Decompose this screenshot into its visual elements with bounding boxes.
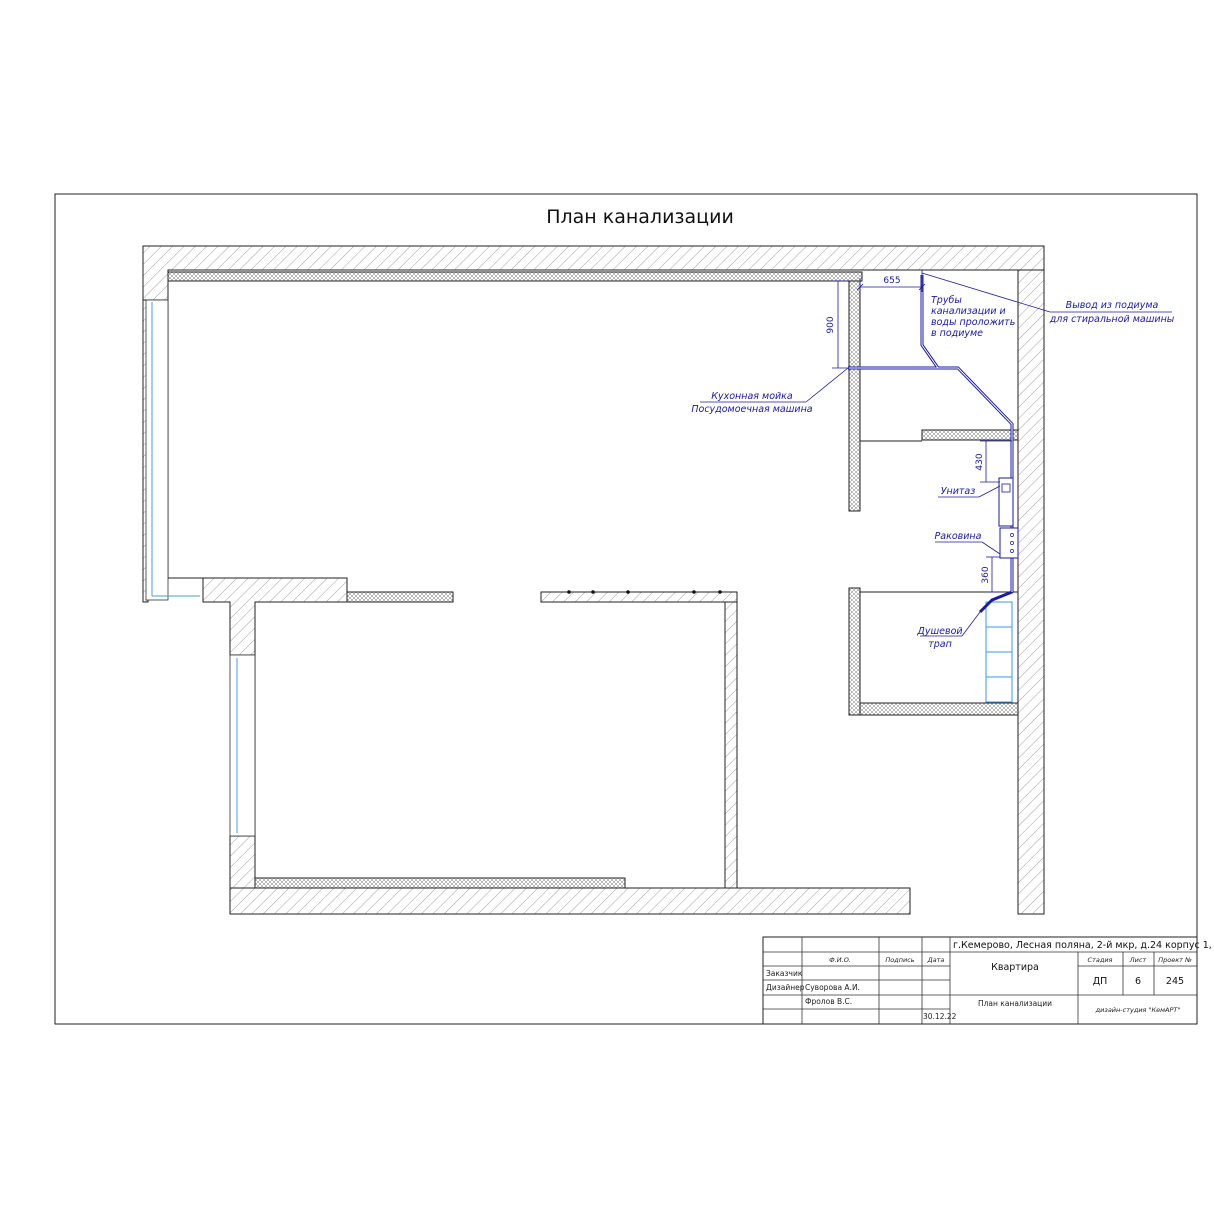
walls bbox=[142, 245, 1045, 915]
tb-sheet-title: План канализации bbox=[978, 999, 1052, 1008]
sheet-frame bbox=[54, 193, 1198, 1025]
note-washer-line-2: для стиральной машины bbox=[1049, 314, 1175, 325]
tb-sheet: 6 bbox=[1135, 976, 1141, 987]
tb-date: 30.12.22 bbox=[923, 1012, 957, 1021]
tb-address: г.Кемерово, Лесная поляна, 2-й мкр, д.24… bbox=[953, 940, 1214, 951]
note-pipes-line-4: в подиуме bbox=[931, 328, 983, 339]
partition-hall bbox=[346, 591, 454, 603]
wall-bottom bbox=[229, 887, 911, 915]
tb-stage: ДП bbox=[1093, 976, 1108, 987]
wall-inner-right bbox=[724, 591, 738, 889]
note-shower-line-1: Душевой bbox=[916, 626, 962, 637]
partitions bbox=[167, 271, 1019, 889]
dim-900: 900 bbox=[826, 316, 836, 333]
partition-kitchen-vertical bbox=[848, 280, 861, 512]
wall-right bbox=[1017, 269, 1045, 915]
partition-bath-top bbox=[921, 429, 1019, 441]
note-toilet: Унитаз bbox=[941, 486, 976, 497]
partition-bottom-inner bbox=[254, 877, 626, 889]
tb-sheet-label: Лист bbox=[1129, 956, 1147, 964]
tb-col-fio: Ф.И.О. bbox=[829, 956, 851, 964]
title-block: г.Кемерово, Лесная поляна, 2-й мкр, д.24… bbox=[762, 936, 1214, 1025]
tb-customer-label: Заказчик bbox=[766, 969, 803, 978]
sewer-pipes bbox=[848, 275, 1019, 614]
window-lower-left bbox=[229, 654, 256, 837]
note-kitchen-line-1: Кухонная мойка bbox=[711, 391, 793, 402]
drawing-title: План канализации bbox=[546, 206, 734, 228]
tb-second-name: Фролов В.С. bbox=[805, 997, 852, 1006]
dimensions: 655 900 430 360 bbox=[826, 270, 1012, 593]
tb-col-sign: Подпись bbox=[885, 956, 914, 964]
tb-stage-label: Стадия bbox=[1088, 956, 1113, 964]
fixture-dots bbox=[567, 590, 722, 594]
tb-designer-name: Суворова А.И. bbox=[805, 983, 860, 992]
note-kitchen-line-2: Посудомоечная машина bbox=[691, 404, 812, 415]
wall-inner-top-right bbox=[540, 591, 738, 603]
wall-middle-left bbox=[202, 577, 348, 656]
note-sink: Раковина bbox=[935, 531, 982, 542]
note-shower-line-2: трап bbox=[928, 639, 952, 650]
window-left bbox=[145, 299, 169, 601]
note-pipes-line-2: канализации и bbox=[931, 306, 1006, 317]
tb-col-date: Дата bbox=[927, 956, 945, 964]
dim-430: 430 bbox=[975, 453, 985, 470]
tb-object: Квартира bbox=[991, 962, 1039, 973]
partition-bath-left bbox=[848, 587, 861, 716]
room-outlines bbox=[167, 269, 1018, 878]
shower-tile bbox=[985, 601, 1013, 703]
partition-top bbox=[167, 271, 863, 282]
partition-bath-bottom bbox=[859, 702, 1019, 716]
annotations: Трубы канализации и воды проложить в под… bbox=[691, 272, 1175, 650]
tb-studio: дизайн-студия "КемАРТ" bbox=[1095, 1006, 1181, 1014]
windows bbox=[145, 299, 256, 837]
note-pipes-line-1: Трубы bbox=[931, 295, 962, 306]
dim-360: 360 bbox=[981, 566, 991, 583]
sink-fixture bbox=[999, 527, 1019, 559]
tb-project-label: Проект № bbox=[1158, 956, 1192, 964]
dim-655: 655 bbox=[883, 276, 900, 286]
tb-project: 245 bbox=[1166, 976, 1184, 987]
toilet-fixture bbox=[998, 477, 1014, 527]
tb-designer-label: Дизайнер bbox=[766, 983, 805, 992]
note-washer-line-1: Вывод из подиума bbox=[1066, 300, 1159, 311]
note-pipes-line-3: воды проложить bbox=[931, 317, 1015, 328]
